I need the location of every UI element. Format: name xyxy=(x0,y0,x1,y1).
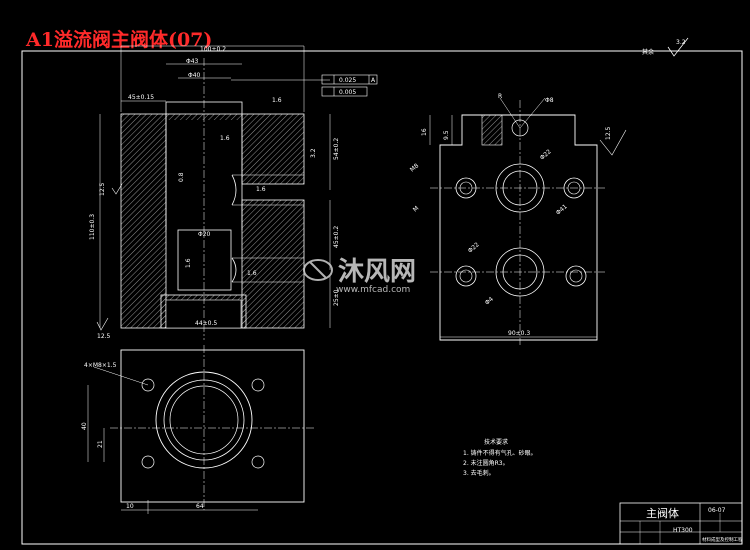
side-view: Φ8 R 16 9.5 12.5 Φ22 Φ41 M8 M Φ22 Φ4 90±… xyxy=(409,93,627,345)
sv-mid: M8 xyxy=(409,162,421,173)
ra-right-32: 3.2 xyxy=(310,148,317,158)
ra-left: 12.5 xyxy=(99,182,106,196)
sv-d8: Φ8 xyxy=(545,97,554,104)
technical-requirements: 技术要求 1. 铸件不得有气孔、砂眼。 2. 未注圆角R3。 3. 去毛刺。 xyxy=(463,438,537,477)
dim-right-upper: 54±0.2 xyxy=(333,138,340,160)
sv-d41: Φ41 xyxy=(555,203,569,216)
tol-perp-value: 0.025 xyxy=(339,77,356,84)
sv-dbot: Φ22 xyxy=(467,241,481,254)
watermark: 沐风网 www.mfcad.com xyxy=(303,257,416,295)
bv-h40: 40 xyxy=(81,422,88,430)
tol-flat-value: 0.005 xyxy=(339,89,356,96)
bv-w64: 64 xyxy=(196,503,204,510)
title-block-material: HT300 xyxy=(673,527,693,534)
dim-right-lower: 45±0.2 xyxy=(333,226,340,248)
title-block-drawing-no: 06-07 xyxy=(708,507,726,514)
sv-ra: 12.5 xyxy=(605,126,612,140)
drawing-frame xyxy=(21,50,743,545)
bv-h21: 21 xyxy=(97,440,104,448)
dim-d43: Φ43 xyxy=(186,58,199,65)
tol-ref-letter: A xyxy=(371,77,376,84)
title-block-part-name: 主阀体 xyxy=(646,506,679,520)
sv-left-16: 16 xyxy=(421,128,428,136)
ra-inner2-16: 1.6 xyxy=(185,258,192,268)
sv-r: R xyxy=(498,93,502,100)
sv-dtop: Φ22 xyxy=(539,148,553,161)
dim-bottom-width: 44±0.5 xyxy=(195,320,217,327)
dim-height-total: 110±0.3 xyxy=(89,214,96,240)
dim-d40: Φ40 xyxy=(188,72,201,79)
drawing-title: A1溢流阀主阀体(07) xyxy=(25,28,212,51)
ra-bottom: 12.5 xyxy=(97,333,111,340)
section-view: 100±0.2 Φ43 Φ40 0.025 A 0.005 45±0.15 11… xyxy=(89,45,378,340)
right-wall-upper-hatch xyxy=(241,113,305,185)
title-block: 主阀体 06-07 HT300 材料成型及控制工程 xyxy=(619,502,743,545)
tech-req-item-3: 3. 去毛刺。 xyxy=(463,469,495,477)
tolerance-frame-perp: 0.025 A xyxy=(231,74,378,85)
watermark-brand: 沐风网 xyxy=(338,257,416,287)
dim-mid-dia: Φ20 xyxy=(198,231,211,238)
dim-left-offset: 45±0.15 xyxy=(128,94,154,101)
dim-bottom: 25±0 xyxy=(333,289,340,306)
left-wall-hatch xyxy=(120,113,167,329)
sv-left-95: 9.5 xyxy=(443,130,450,140)
roughness-label: 其余 xyxy=(642,48,654,56)
dim-top-width: 100±0.2 xyxy=(200,46,226,53)
ra-top-16: 1.6 xyxy=(272,97,282,104)
ra-bore-16: 1.6 xyxy=(256,186,266,193)
bv-w10: 10 xyxy=(126,503,134,510)
bv-bolt-holes: 4×M8×1.5 xyxy=(84,362,117,369)
tolerance-frame-flat: 0.005 xyxy=(321,86,368,97)
bottom-view: 4×M8×1.5 40 21 10 64 xyxy=(81,345,315,514)
ra-lower-16: 1.6 xyxy=(247,270,257,277)
ra-inner-08: 0.8 xyxy=(178,172,185,182)
ra-inner-16: 1.6 xyxy=(220,135,230,142)
tech-req-item-2: 2. 未注圆角R3。 xyxy=(463,459,509,467)
tech-req-item-1: 1. 铸件不得有气孔、砂眼。 xyxy=(463,449,537,457)
sv-width: 90±0.3 xyxy=(508,330,530,337)
roughness-value: 3.2 xyxy=(676,39,686,46)
watermark-url: www.mfcad.com xyxy=(336,285,410,295)
right-wall-lower-hatch xyxy=(241,199,305,329)
tech-req-heading: 技术要求 xyxy=(484,438,508,446)
sv-m: M xyxy=(412,205,420,214)
general-roughness-symbol: 其余 3.2 xyxy=(642,37,689,57)
title-block-school: 材料成型及控制工程 xyxy=(702,536,743,543)
sv-d4: Φ4 xyxy=(484,296,495,307)
